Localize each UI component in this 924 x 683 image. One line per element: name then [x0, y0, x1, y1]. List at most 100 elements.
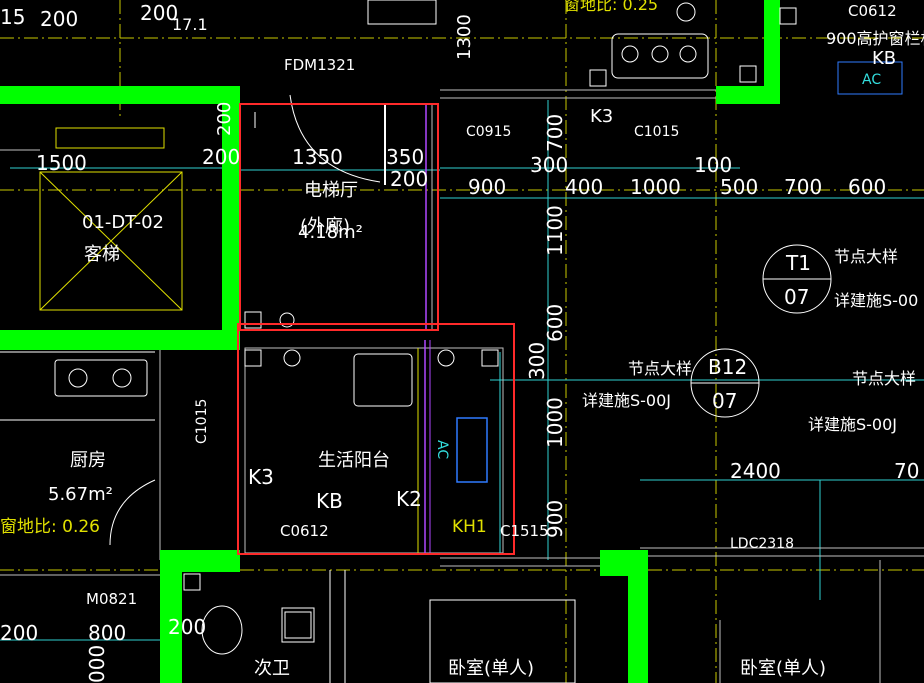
- dim-r-700: 700: [543, 114, 567, 152]
- wall-elevator-bottom: [0, 330, 240, 350]
- dim-r-500: 500: [720, 175, 758, 199]
- window-ldc2318: LDC2318: [730, 536, 794, 552]
- room-name-balcony: 生活阳台: [318, 450, 390, 471]
- node-r-title: 节点大样: [852, 369, 916, 388]
- dim-top-zhe: 17.1: [172, 15, 208, 34]
- room-name-kitchen: 厨房: [70, 450, 106, 471]
- window-c0612-top: C0612: [848, 2, 897, 20]
- window-c0612: C0612: [280, 522, 329, 540]
- dim-r-600: 600: [848, 175, 886, 199]
- dim-r-600v: 600: [543, 304, 567, 342]
- highlight-lobby: [239, 103, 439, 331]
- dim-350: 350: [386, 145, 424, 169]
- railing-label: 900高护窗栏杆: [826, 29, 924, 48]
- dim-top-200b: 200: [140, 1, 178, 25]
- node-b12-bottom: 07: [712, 389, 737, 413]
- dim-b-000: 000: [85, 645, 109, 683]
- dim-1500: 1500: [36, 151, 87, 175]
- node-b12-title: 节点大样: [628, 359, 692, 378]
- wall-bottom-right-column: [628, 550, 648, 683]
- node-t1-ref: 详建施S-00: [834, 291, 918, 310]
- node-t1-bottom: 07: [784, 285, 809, 309]
- dim-1300: 1300: [454, 14, 475, 60]
- lobby-area: 4.18m²: [298, 222, 363, 243]
- node-t1-title: 节点大样: [834, 247, 898, 266]
- toilet-icon: [201, 605, 243, 655]
- dim-r-900v: 900: [543, 500, 567, 538]
- node-b12-top: B12: [708, 355, 747, 379]
- dim-top-200a: 200: [40, 7, 78, 31]
- dim-r-700b: 700: [784, 175, 822, 199]
- kitchen-door-swing: [109, 479, 156, 546]
- highlight-boxes: [237, 103, 515, 555]
- wall-right-column: [764, 0, 780, 104]
- label-kb-top: KB: [872, 48, 896, 69]
- dim-b-200: 200: [0, 621, 38, 645]
- sink-icon: [611, 33, 709, 79]
- kitchen-fixtures: [0, 351, 156, 546]
- ratio-top: 窗地比: 0.25: [564, 0, 658, 14]
- dim-elev-200: 200: [202, 145, 240, 169]
- window-c1015-top: C1015: [634, 124, 679, 140]
- node-b12-ref: 详建施S-00J: [582, 391, 671, 410]
- window-c1015-side: C1015: [194, 399, 210, 444]
- dim-1350: 1350: [292, 145, 343, 169]
- dim-r-1000v: 1000: [543, 397, 567, 448]
- label-k2: K2: [396, 487, 422, 511]
- window-c1515: C1515: [500, 522, 549, 540]
- label-kh1: KH1: [452, 517, 487, 537]
- wall-bottom-column: [160, 550, 182, 683]
- washing-machine: [353, 353, 413, 407]
- room-area-kitchen: 5.67m²: [48, 484, 113, 505]
- dim-b-800: 800: [88, 621, 126, 645]
- elevator-name: 客梯: [84, 244, 120, 265]
- sink-fixtures: [367, 0, 903, 95]
- door-m0821: M0821: [86, 590, 137, 608]
- walls: [0, 0, 780, 683]
- label-ac-top: AC: [862, 72, 881, 88]
- bath-fixtures: [183, 570, 576, 683]
- dim-lobby-200r: 200: [390, 167, 428, 191]
- highlight-balcony: [237, 323, 515, 555]
- dim-r-900: 900: [468, 175, 506, 199]
- dim-lobby-200v: 200: [214, 102, 235, 136]
- dim-r-400: 400: [565, 175, 603, 199]
- door-swing-lobby: [289, 94, 381, 183]
- dim-r-100: 100: [694, 153, 732, 177]
- door-label-fdm: FDM1321: [284, 56, 355, 74]
- node-t1-top: T1: [785, 251, 811, 275]
- floor-drain-2: [437, 349, 455, 367]
- room-name-bed1: 卧室(单人): [448, 658, 534, 679]
- dim-r-1100: 1100: [543, 205, 567, 256]
- label-kb-balcony: KB: [316, 489, 343, 513]
- ac-unit-box: [456, 417, 488, 483]
- stove-icon: [54, 359, 148, 397]
- ac-unit-top: [837, 61, 903, 95]
- window-c0915: C0915: [466, 124, 511, 140]
- label-k3-top: K3: [590, 106, 613, 127]
- lobby-partitions: [240, 94, 436, 330]
- label-k3-balcony: K3: [248, 465, 274, 489]
- floor-drain-3: [279, 312, 295, 328]
- node-markers: [690, 244, 832, 418]
- elevator-code: 01-DT-02: [82, 212, 164, 233]
- room-sub-lobby: (外廊): [300, 216, 350, 237]
- dim-r-300v: 300: [525, 342, 549, 380]
- floor-drain-1: [283, 349, 301, 367]
- label-ac-balcony: AC: [434, 440, 450, 459]
- wall-top-left: [0, 86, 240, 104]
- wall-elevator-right: [222, 104, 240, 350]
- dim-b-200b: 200: [168, 615, 206, 639]
- dim-r-300: 300: [530, 153, 568, 177]
- dim-r-1000: 1000: [630, 175, 681, 199]
- node-r-ref: 详建施S-00J: [808, 415, 897, 434]
- room-name-bed2: 卧室(单人): [740, 658, 826, 679]
- dim-r-70: 70: [894, 459, 919, 483]
- room-name-lobby: 电梯厅: [304, 180, 358, 201]
- dim-r-2400: 2400: [730, 459, 781, 483]
- room-name-bath: 次卫: [254, 658, 290, 679]
- elevator-shaft: [0, 127, 183, 311]
- floor-drain-bath: [284, 611, 312, 639]
- ratio-kitchen: 窗地比: 0.26: [0, 517, 100, 537]
